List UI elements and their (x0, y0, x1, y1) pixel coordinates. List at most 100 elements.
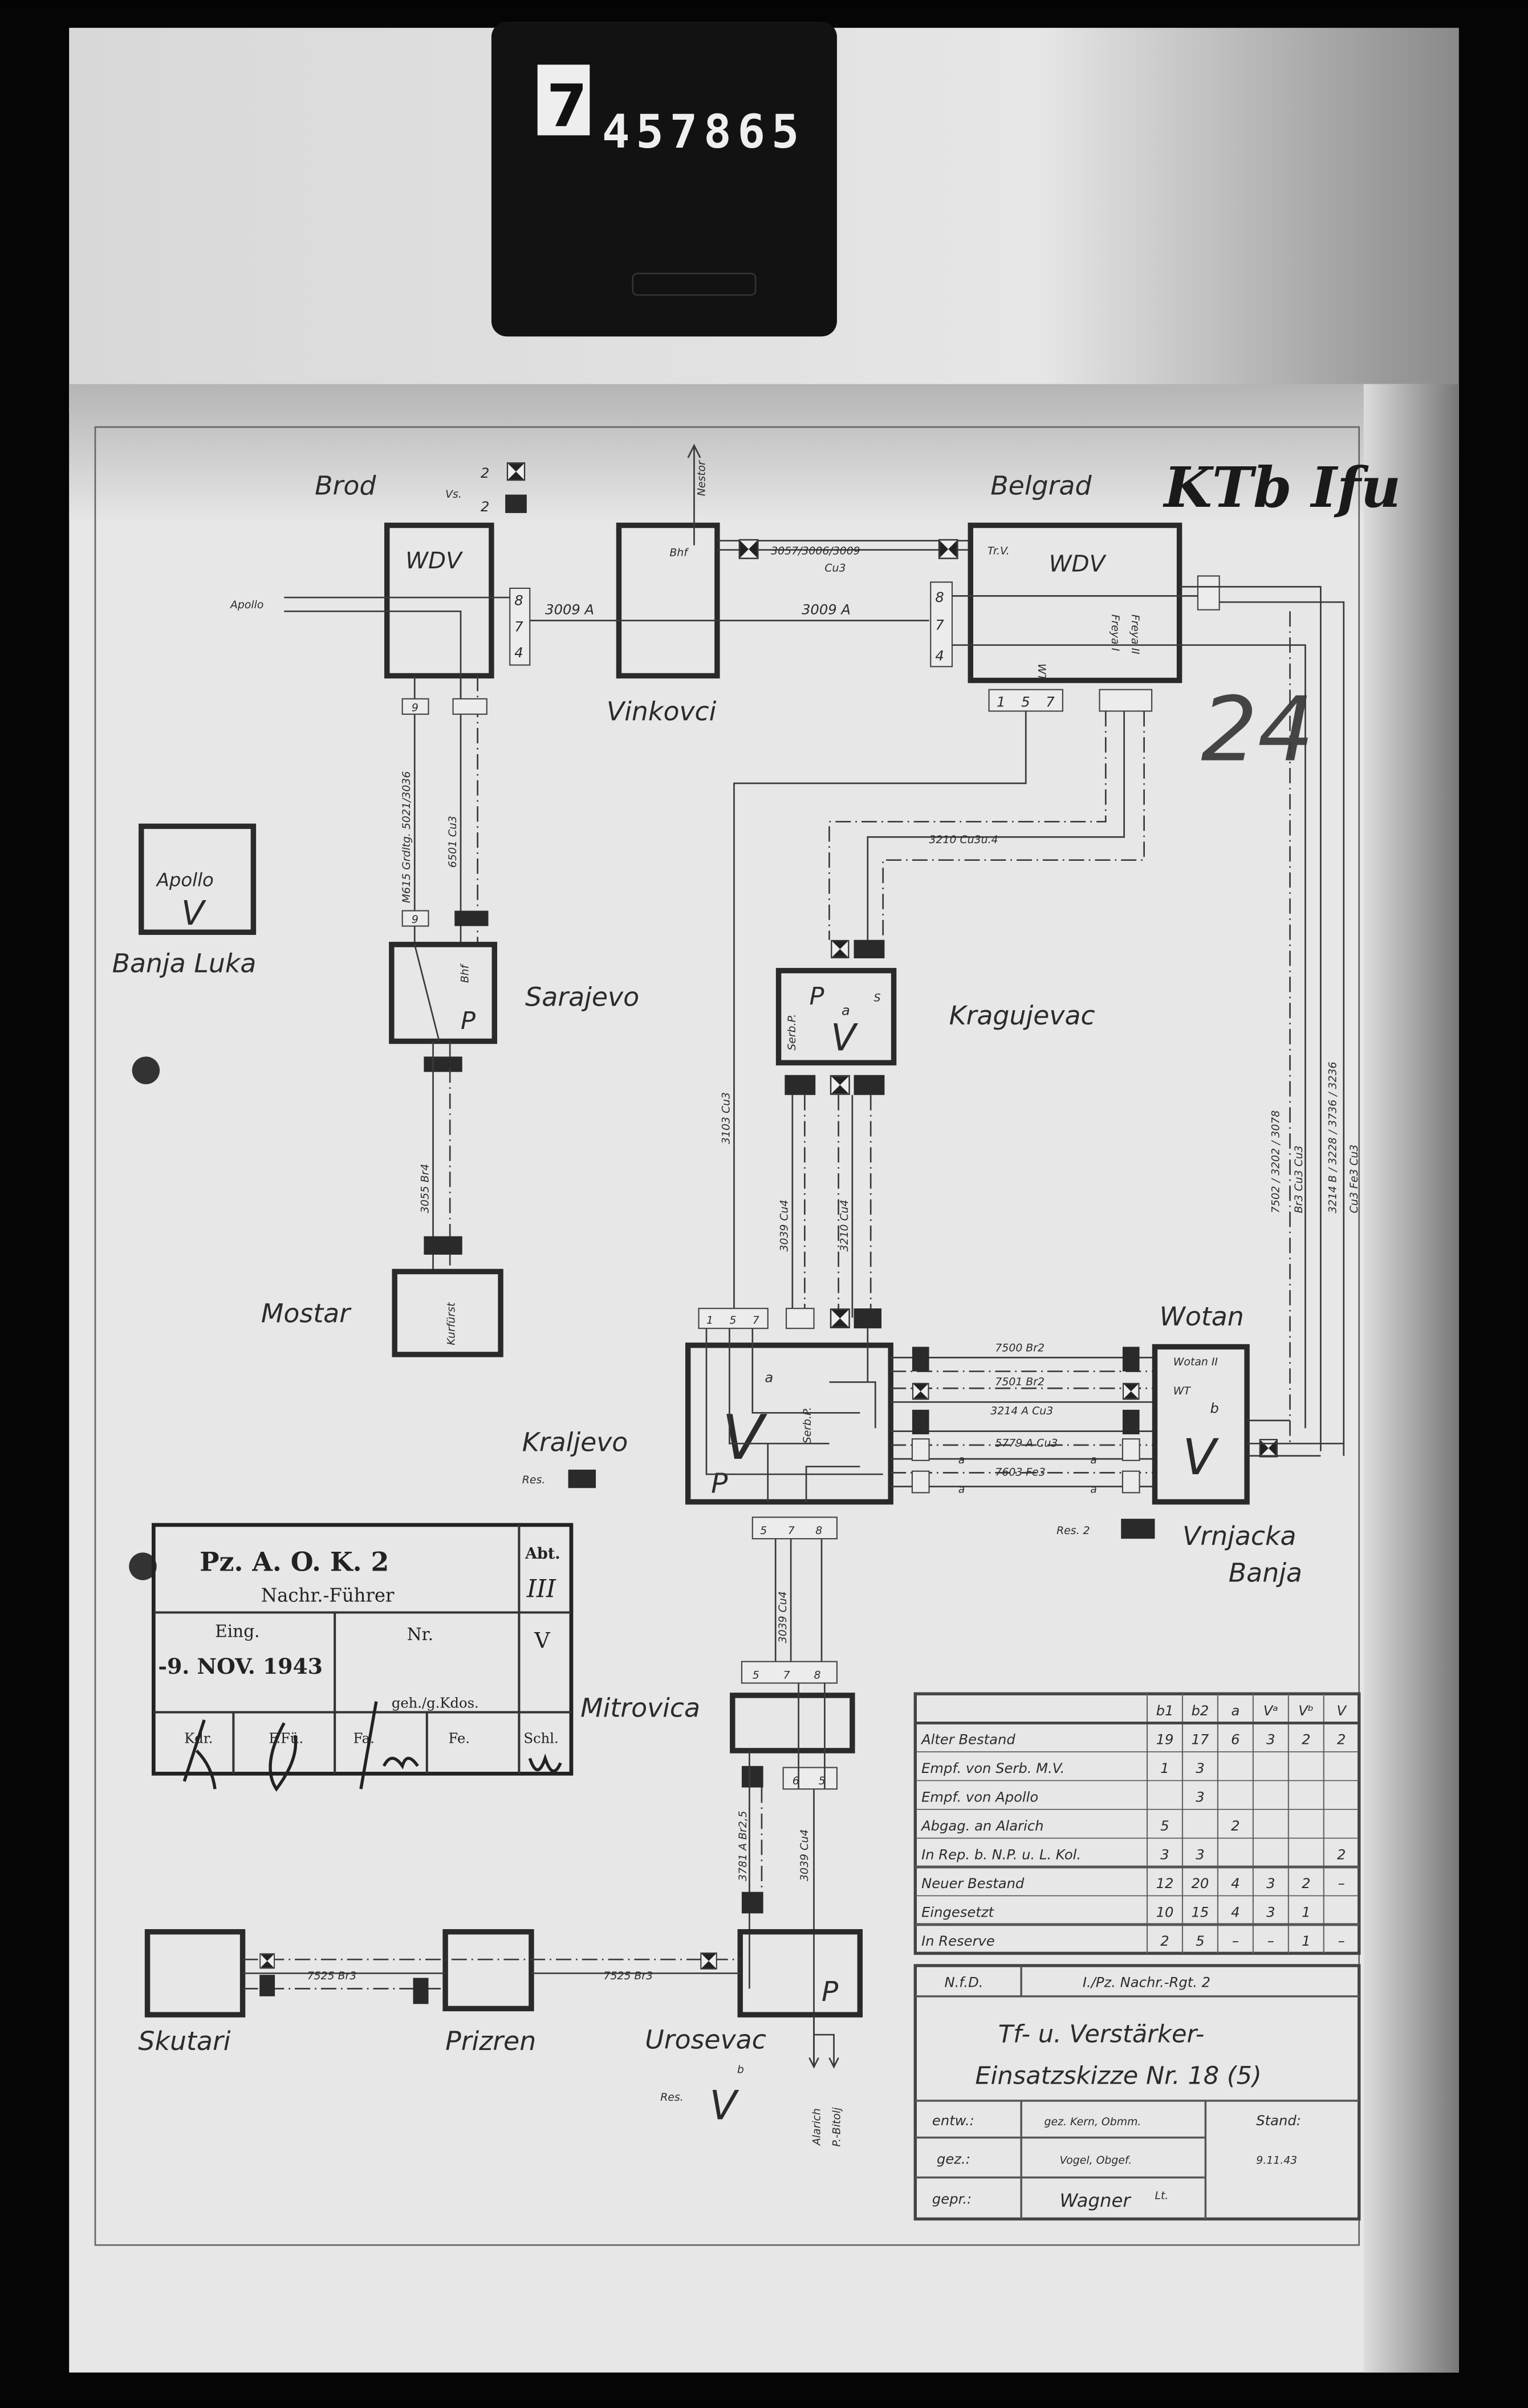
filled-connector-icon (454, 910, 489, 926)
amplifier-symbol-v: V (709, 2082, 739, 2129)
table-cell: – (1267, 1933, 1274, 1949)
station-label-mostar: Mostar (261, 1298, 352, 1328)
station-box-brod[interactable] (384, 522, 494, 679)
label-res: Res. (660, 2092, 684, 2104)
bowtie-connector-icon (738, 539, 759, 560)
stamp-fe: Fe. (448, 1730, 470, 1746)
table-row-label: In Reserve (921, 1933, 995, 1949)
filled-connector-icon (854, 939, 885, 959)
station-box-mitrovica[interactable] (730, 1693, 855, 1754)
table-cell: – (1338, 1933, 1345, 1949)
line-3781 (749, 1683, 826, 2066)
terminal-block-belgrad-bottom: 1 5 7 (988, 689, 1063, 712)
terminal-number: 1 (997, 693, 1005, 710)
terminal-number: 8 (814, 1669, 821, 1681)
table-cell: 2 (1337, 1846, 1346, 1862)
label-7525: 7525 Br3 (604, 1970, 653, 1982)
trunk-kraljevo-wotan (891, 1347, 1155, 1494)
label-freya-1: Freya I (1109, 615, 1121, 652)
station-label-kragujevac: Kragujevac (949, 1000, 1095, 1031)
station-box-kraljevo[interactable] (685, 1343, 893, 1505)
table-column-header: b1 (1156, 1702, 1174, 1719)
table-cell: 17 (1192, 1731, 1209, 1747)
counter-lead-digit: 7 (547, 72, 587, 140)
main-sheet (69, 384, 1459, 2373)
terminal-number: 8 (815, 1525, 822, 1537)
terminal-number: 8 (514, 592, 523, 609)
title-stand-value: 9.11.43 (1256, 2154, 1297, 2166)
table-cell: 3 (1196, 1788, 1204, 1805)
station-label-vinkovci: Vinkovci (607, 697, 717, 727)
table-row-label: Empf. von Serb. M.V. (921, 1760, 1064, 1776)
station-box-banja-luka[interactable] (139, 823, 257, 935)
sheet-shade-top (69, 384, 1459, 523)
table-frame (913, 1692, 1361, 1955)
label-5779: 5779 A Cu3 (995, 1438, 1058, 1450)
title-line-1: Tf- u. Verstärker- (998, 2020, 1205, 2049)
drawing-border (94, 426, 1360, 2246)
station-box-prizren[interactable] (442, 1929, 534, 2012)
line-3039-kraljevo-mitrovica (774, 1539, 823, 1662)
label-7525: 7525 Br3 (307, 1970, 357, 1982)
station-box-belgrad[interactable] (968, 522, 1182, 684)
filled-connector-icon (424, 1056, 462, 1072)
label-3210-horizontal: 3210 Cu3u.4 (929, 834, 998, 846)
box-label-p: P (809, 982, 824, 1011)
terminal-block-mitrovica-bottom: 6 5 (782, 1767, 838, 1790)
legend-bowtie-note: Vs. (445, 489, 462, 501)
terminal-block-brod: 8 7 4 (509, 587, 531, 666)
label-3039: 3039 Cu4 (799, 1829, 811, 1881)
label-3214a: 3214 A Cu3 (990, 1405, 1053, 1417)
table-cell: – (1338, 1875, 1345, 1892)
table-cell: 20 (1192, 1875, 1209, 1892)
terminal-number: 7 (788, 1525, 795, 1537)
label-wt: WT (1173, 1385, 1192, 1397)
title-gepr-value: Wagner (1059, 2190, 1131, 2211)
title-unit: I./Pz. Nachr.-Rgt. 2 (1083, 1974, 1210, 1991)
table-cell: 3 (1266, 1731, 1275, 1747)
amplifier-subscript-b: b (737, 2064, 744, 2076)
station-label-belgrad: Belgrad (990, 471, 1092, 501)
label-right-2b: Cu3 Fe3 Cu3 (1348, 1145, 1360, 1214)
bowtie-connector-icon (700, 1952, 717, 1970)
filled-connector-icon (854, 1308, 882, 1329)
table-cell: 15 (1192, 1903, 1209, 1920)
legend: 2 Vs. 2 (445, 462, 527, 515)
filled-connector-icon (1121, 1519, 1155, 1539)
sheet-shade-right (1363, 384, 1459, 2373)
table-cell: 19 (1156, 1731, 1174, 1747)
table-column-header: V (1336, 1702, 1347, 1719)
station-label-brod: Brod (315, 471, 376, 501)
amplifier-symbol-v: V (181, 893, 206, 933)
station-box-vinkovci[interactable] (616, 522, 720, 679)
table-cell: 12 (1156, 1875, 1174, 1892)
label-bhf: Bhf (460, 963, 472, 983)
label-m615: M615 Grdltg. 5021/3036 (401, 771, 413, 903)
filled-connector-icon (741, 1766, 763, 1788)
table-cell: 3 (1196, 1760, 1204, 1776)
label-nestor: Nestor (696, 460, 708, 496)
table-cell: 3 (1266, 1875, 1275, 1892)
title-stand-label: Stand: (1256, 2112, 1301, 2129)
terminal-block-belgrad-left: 8 7 4 (930, 581, 953, 668)
station-box-sarajevo[interactable] (389, 942, 498, 1044)
table-row-label: Eingesetzt (921, 1903, 994, 1920)
receipt-stamp: Pz. A. O. K. 2 Nachr.-Führer Abt. III Ei… (151, 1523, 574, 1792)
bowtie-connector-icon (938, 539, 958, 560)
table-cell: 2 (1231, 1817, 1240, 1834)
table-row-label: Neuer Bestand (921, 1875, 1025, 1892)
table-cell: 10 (1156, 1903, 1174, 1920)
sheet-number: 24 (1201, 678, 1314, 782)
station-box-kragujevac[interactable] (775, 967, 897, 1065)
terminal-number: 7 (783, 1669, 790, 1681)
table-cell: 1 (1302, 1933, 1310, 1949)
terminal-number: 5 (753, 1669, 759, 1681)
line-south-arrows (808, 2015, 839, 2069)
station-box-mostar[interactable] (392, 1268, 503, 1357)
title-gez-value: Vogel, Obgef. (1059, 2154, 1132, 2166)
station-label-mitrovica: Mitrovica (580, 1693, 700, 1723)
station-box-wotan[interactable] (1152, 1344, 1250, 1505)
box-label-p: P (822, 1976, 839, 2008)
amplifier-symbol-v: V (1182, 1429, 1219, 1486)
terminal-number: 5 (760, 1525, 767, 1537)
